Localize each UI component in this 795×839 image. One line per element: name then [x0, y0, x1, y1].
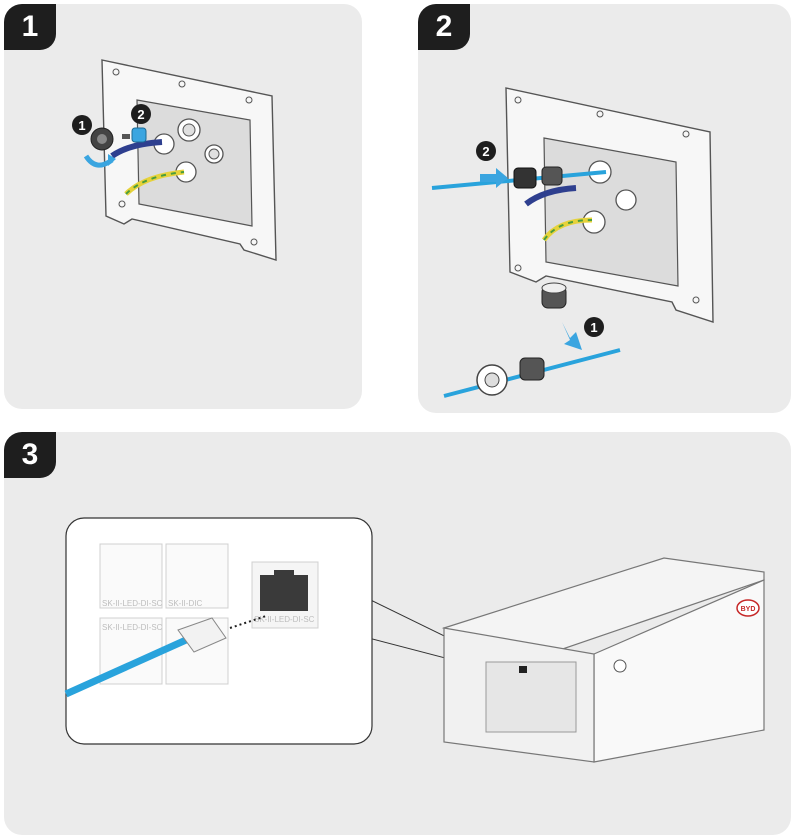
byd-logo — [736, 599, 760, 617]
rj45-plug — [177, 617, 227, 653]
port-label-top-mid: SK-II-DIC — [168, 599, 202, 608]
small-bolt — [122, 134, 130, 139]
plate-screw — [118, 200, 126, 208]
plate-cutout — [136, 99, 253, 227]
step-3-illustration: BYD SK-II-LED-DI-SC SK-II-DIC SK-II-LED-… — [64, 517, 765, 763]
port-label-right: SK-II-LED-DI-SC — [254, 615, 315, 624]
power-button — [613, 659, 627, 673]
port-label-bottom-left: SK-II-LED-DI-SC — [102, 623, 163, 632]
gland-seal — [519, 357, 545, 381]
callout-1 — [72, 115, 92, 135]
insertion-dots — [229, 615, 267, 629]
cable-gland — [615, 189, 637, 211]
blue-insert — [131, 127, 147, 143]
rj45-port-top-mid — [165, 543, 229, 609]
gland-body — [513, 167, 537, 189]
navy-wire — [110, 139, 163, 159]
step-2-panel: 2 2 1 — [418, 4, 791, 413]
navy-wire — [524, 185, 577, 207]
gland-nut — [97, 134, 107, 144]
plate-screw — [178, 80, 186, 88]
step-2-badge: 2 — [418, 4, 470, 50]
gland-body — [541, 166, 563, 186]
callout-2 — [476, 141, 496, 161]
callout-2-label: 2 — [482, 144, 489, 159]
plate-screw — [514, 96, 522, 104]
push-arrow — [480, 168, 508, 188]
rj45-port-top-left — [99, 543, 163, 609]
rj45-port-right-tab — [274, 570, 294, 578]
callout-1-label: 1 — [590, 320, 597, 335]
gland-nut — [484, 372, 500, 388]
step-2-illustration: 2 1 — [431, 87, 714, 398]
callout-2 — [131, 104, 151, 124]
plate-screw — [514, 264, 522, 272]
byd-logo-text: BYD — [741, 606, 756, 613]
plate-screw — [245, 96, 253, 104]
plate-screw — [596, 110, 604, 118]
step-1-badge: 1 — [4, 4, 56, 50]
cable-gland — [208, 148, 220, 160]
yellow-green-wire — [543, 219, 593, 241]
rotate-arrow-head — [108, 154, 116, 166]
yellow-green-wire — [125, 171, 185, 195]
plate-screw — [682, 130, 690, 138]
rj45-port-right-socket — [260, 575, 308, 611]
down-arrow — [562, 322, 582, 350]
cable-gland — [182, 123, 196, 137]
port-label-top-left: SK-II-LED-DI-SC — [102, 599, 163, 608]
battery-terminal-area — [485, 661, 577, 733]
plate-screw — [112, 68, 120, 76]
step-3-badge: 3 — [4, 432, 56, 478]
step-1-illustration: 1 2 — [72, 59, 277, 261]
battery-port — [519, 666, 527, 673]
plate-cutout — [543, 137, 679, 287]
step-3-panel: 3 BYD SK-II-LED-DI-SC SK-II-DIC SK-II-LE… — [4, 432, 791, 835]
removed-cap-top — [541, 282, 567, 294]
callout-1-label: 1 — [78, 118, 85, 133]
step-1-panel: 1 1 2 — [4, 4, 362, 409]
callout-1 — [584, 317, 604, 337]
network-cable — [64, 636, 188, 698]
plate-screw — [692, 296, 700, 304]
plate-screw — [250, 238, 258, 246]
callout-2-label: 2 — [137, 107, 144, 122]
